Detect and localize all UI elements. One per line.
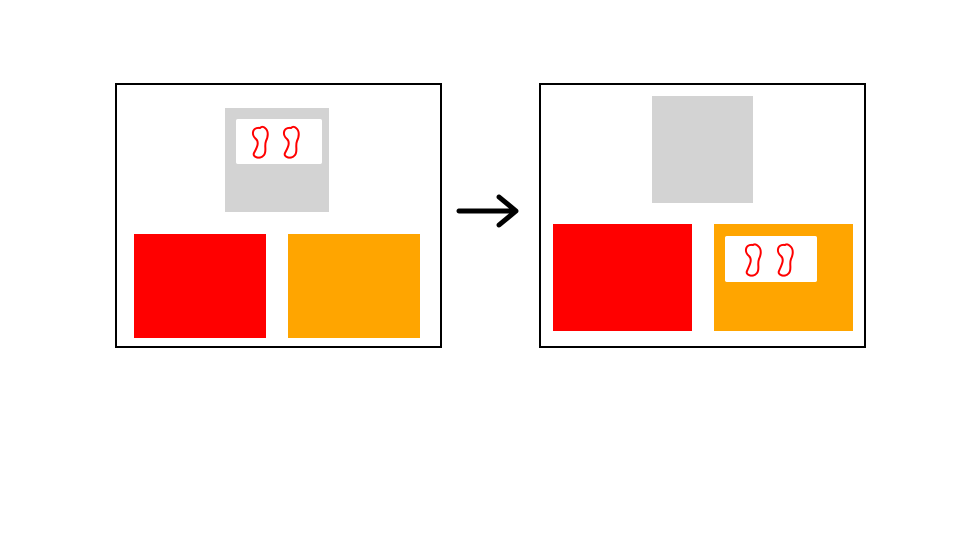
orange-block: [714, 224, 853, 331]
orange-block: [288, 234, 420, 338]
squiggle-icon: [776, 243, 794, 277]
grey-block: [652, 96, 753, 203]
grey-block: [225, 108, 329, 212]
panel-before: [115, 83, 442, 348]
squiggle-icon: [744, 243, 762, 277]
squiggle-icon: [251, 125, 269, 159]
squiggle-icon: [282, 125, 300, 159]
squiggle-card: [236, 119, 322, 164]
panel-after: [539, 83, 866, 348]
red-block: [553, 224, 692, 331]
right-arrow-icon: [456, 194, 519, 228]
squiggle-card: [725, 236, 817, 282]
red-block: [134, 234, 266, 338]
